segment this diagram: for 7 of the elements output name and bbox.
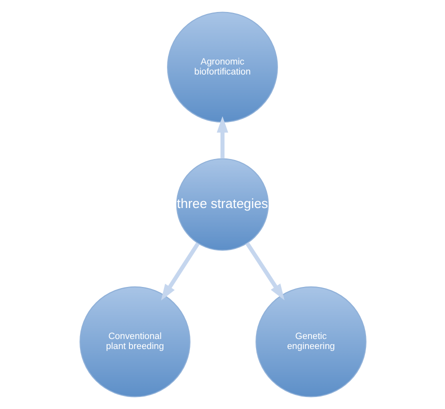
node-circle: Conventional plant breeding [79, 286, 190, 398]
node-circle: Genetic engineering [255, 286, 366, 398]
node-circle: Agronomic biofortification [166, 12, 278, 123]
node-circle: three strategies [176, 158, 268, 251]
arrow [244, 242, 284, 300]
arrow [216, 116, 228, 158]
arrow [160, 242, 200, 301]
